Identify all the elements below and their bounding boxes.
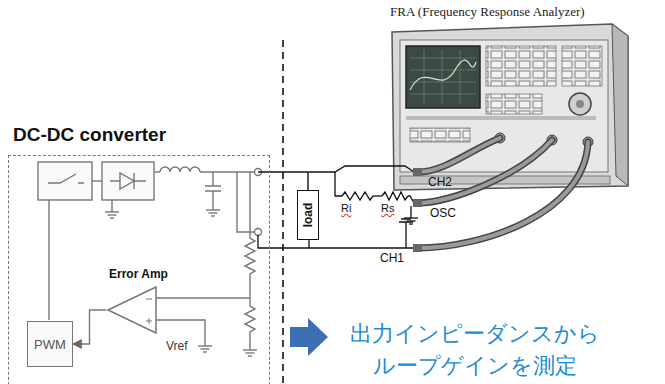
resistor-symbol <box>342 192 373 200</box>
resistor-label: Ri <box>341 202 351 215</box>
cable <box>418 140 552 203</box>
node-text: PWM <box>34 337 66 352</box>
resistor-symbol <box>382 192 408 200</box>
wire <box>48 200 49 320</box>
load-box: load <box>297 190 319 240</box>
knob <box>576 100 584 108</box>
probe-cables <box>418 138 588 248</box>
channel-label: OSC <box>430 207 456 221</box>
ground-symbol <box>243 344 257 356</box>
load-label: load <box>301 203 315 228</box>
capacitor <box>205 172 221 204</box>
measurement-wiring <box>258 166 418 248</box>
boundary-line <box>282 40 284 384</box>
keypad <box>486 46 556 86</box>
ground-symbol <box>399 219 413 248</box>
inductor <box>160 167 200 172</box>
instrument-body <box>392 24 628 190</box>
signal-arrow <box>73 310 106 344</box>
wire <box>410 206 411 212</box>
pwm-box: PWM <box>27 321 73 367</box>
wire <box>237 172 254 232</box>
switch-symbol <box>48 174 84 183</box>
channel-label: CH2 <box>428 176 452 190</box>
diode-block <box>102 162 154 200</box>
probe-tip <box>413 199 422 207</box>
wire <box>373 195 382 196</box>
wire <box>270 172 308 190</box>
cable <box>418 138 500 172</box>
instrument-side <box>612 24 628 186</box>
node-text: DC-DC converter <box>13 124 166 146</box>
probe-tip <box>413 244 422 252</box>
amplifier-triangle: Error Amp <box>106 267 176 335</box>
wire <box>308 240 309 248</box>
instrument-node: FRA (Frequency Response Analyzer) <box>388 4 638 192</box>
wire <box>258 235 414 248</box>
diode-symbol <box>110 173 146 189</box>
wire <box>154 171 160 172</box>
block-arrow <box>290 318 328 356</box>
reference-label: Vref <box>166 340 188 354</box>
ground-symbol <box>206 204 220 216</box>
resistor-label: Rs <box>381 202 394 215</box>
probe-tips <box>413 168 422 252</box>
keypad <box>410 128 470 142</box>
cable <box>418 138 500 172</box>
wire <box>200 171 254 172</box>
fra-instrument <box>392 24 628 190</box>
wire <box>258 166 414 172</box>
probe-tip <box>413 168 422 176</box>
wire <box>155 320 205 340</box>
panel-strip <box>406 116 596 120</box>
switch-block <box>38 162 92 200</box>
converter-box: DC-DC converterError AmpPWM <box>8 155 270 384</box>
keypad <box>486 94 542 114</box>
knob <box>569 93 591 115</box>
caption-text: 出力インピーダンスから ループゲインを測定 <box>344 318 606 382</box>
screen <box>406 46 480 108</box>
ground-symbol <box>198 340 212 352</box>
wire <box>92 180 102 181</box>
node-text: Error Amp <box>109 267 168 281</box>
node-text: FRA (Frequency Response Analyzer) <box>390 4 585 20</box>
wire <box>111 200 112 206</box>
cable <box>418 142 588 248</box>
input-signs <box>146 299 152 324</box>
front-panel <box>400 40 608 172</box>
screen-grid <box>410 50 476 104</box>
amplifier-outline <box>108 287 156 333</box>
wire <box>335 172 342 196</box>
ground-symbol <box>105 206 119 218</box>
keypad <box>562 46 602 86</box>
divider-resistors <box>245 172 255 344</box>
cable <box>418 142 588 248</box>
channel-label: CH1 <box>380 252 404 266</box>
screen-trace <box>410 60 476 90</box>
output-terminal <box>255 229 262 236</box>
cable <box>418 140 552 203</box>
wire <box>155 297 250 298</box>
